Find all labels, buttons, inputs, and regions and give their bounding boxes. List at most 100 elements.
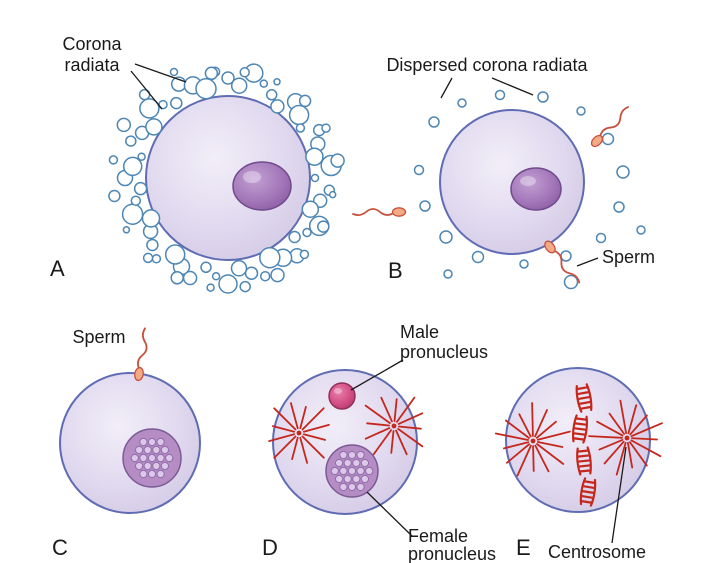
corona-bubble	[328, 190, 337, 199]
panel-e-spindle-centrosome: Centrosome E	[494, 367, 663, 562]
corona-bubble	[310, 173, 320, 183]
dispersed-corona-bubble	[419, 200, 431, 212]
aster-ray	[588, 435, 623, 439]
aster-ray	[299, 436, 309, 464]
nucleus-highlight	[243, 171, 261, 183]
pronucleus-granule	[156, 469, 165, 479]
asters-d	[268, 396, 424, 464]
corona-bubble	[301, 200, 320, 218]
oocyte-a	[145, 95, 311, 261]
aster-ray	[631, 437, 658, 441]
label-female-pronucleus-line2: pronucleus	[408, 544, 496, 563]
sperm-tail	[352, 208, 396, 217]
sperm-cell	[544, 240, 581, 284]
pronucleus-granule	[360, 458, 369, 468]
sperm-pointer-line	[576, 257, 599, 267]
corona-bubble	[204, 66, 219, 81]
panel-letter-c: C	[52, 535, 68, 560]
pronucleus-granule	[347, 450, 357, 460]
aster-ray	[536, 443, 565, 465]
dispersed-corona-bubble	[595, 232, 607, 244]
centrosome-dot	[391, 423, 397, 429]
dispersed-corona-bubble	[457, 98, 467, 108]
male-pronucleus-pointer-line	[350, 359, 404, 391]
sperm-cell	[134, 327, 148, 382]
pronucleus-granule	[339, 482, 348, 492]
panel-a-oocyte-with-corona-radiata: Corona radiata A	[50, 34, 345, 294]
pronucleus-granule	[130, 453, 139, 463]
corona-bubble	[239, 67, 250, 78]
pronucleus-granule	[356, 466, 365, 476]
label-centrosome: Centrosome	[548, 542, 646, 562]
corona-bubble	[108, 189, 121, 203]
sperm-cell	[352, 207, 407, 217]
aster-ray	[390, 430, 395, 454]
corona-bubble	[273, 78, 281, 86]
corona-bubble	[239, 280, 251, 293]
panel-letter-b: B	[388, 258, 403, 283]
label-dispersed-corona-radiata: Dispersed corona radiata	[386, 55, 588, 75]
corona-bubble	[211, 272, 221, 281]
aster-ray	[516, 444, 532, 477]
pronucleus-granule	[147, 437, 157, 447]
corona-bubble	[259, 79, 269, 88]
corona-bubble	[121, 203, 144, 225]
corona-bubble	[169, 67, 179, 77]
corona-bubble	[195, 77, 217, 100]
pronucleus-granule	[356, 450, 365, 460]
aster-ray	[364, 427, 391, 440]
corona-bubble	[230, 260, 248, 277]
corona-bubble	[330, 153, 345, 168]
dispersed-corona-bubble	[428, 116, 440, 128]
aster-ray	[630, 422, 663, 438]
label-corona-radiata-line1: Corona	[62, 34, 122, 54]
chromosome	[575, 383, 593, 413]
dispersed-corona-bubble	[519, 259, 529, 269]
sperm-tail	[598, 106, 630, 140]
corona-bubble	[142, 252, 154, 264]
corona-bubble	[151, 254, 162, 264]
corona-bubble	[299, 249, 310, 260]
aster-ray	[397, 412, 424, 425]
corona-bubble	[321, 123, 331, 133]
aster	[364, 396, 424, 456]
corona-bubble	[141, 209, 161, 228]
corona-bubble	[122, 156, 143, 177]
panel-letter-d: D	[262, 535, 278, 560]
corona-bubble	[288, 230, 301, 244]
corona-bubble	[259, 270, 271, 282]
pronucleus-granule	[365, 466, 374, 476]
aster-ray	[627, 441, 634, 469]
corona-bubble	[244, 266, 259, 280]
pronucleus-granule	[347, 466, 357, 476]
corona-bubble	[108, 155, 119, 165]
aster-ray	[598, 438, 624, 451]
aster-ray	[372, 429, 393, 456]
dispersed-corona-bubble	[537, 91, 549, 103]
male-pronucleus-highlight	[334, 388, 342, 394]
pronucleus-granule	[143, 461, 152, 471]
centrosome-pointer-line	[611, 446, 627, 544]
corona-pointer-line-1	[134, 63, 187, 83]
aster-ray	[615, 441, 627, 476]
aster-ray	[537, 441, 564, 448]
aster-ray	[301, 407, 325, 431]
pronucleus-granule	[356, 482, 365, 492]
pronucleus-granule	[343, 474, 352, 484]
aster	[268, 402, 330, 464]
sperm-head	[590, 134, 604, 148]
corona-bubble	[218, 274, 238, 294]
aster-ray	[504, 419, 530, 439]
dispersed-corona-bubble	[439, 230, 453, 244]
aster-ray	[366, 422, 390, 427]
corona-bubble	[230, 77, 248, 94]
pronucleus-granule	[139, 469, 148, 479]
pronucleus-granule	[135, 461, 144, 471]
pronucleus-granule	[335, 474, 344, 484]
dispersed-corona-bubble	[560, 250, 572, 262]
corona-bubble	[146, 238, 159, 252]
panel-c-sperm-entering-oocyte: Sperm C	[52, 327, 201, 560]
pronucleus-granule	[160, 445, 169, 455]
pronucleus-granule	[152, 461, 161, 471]
